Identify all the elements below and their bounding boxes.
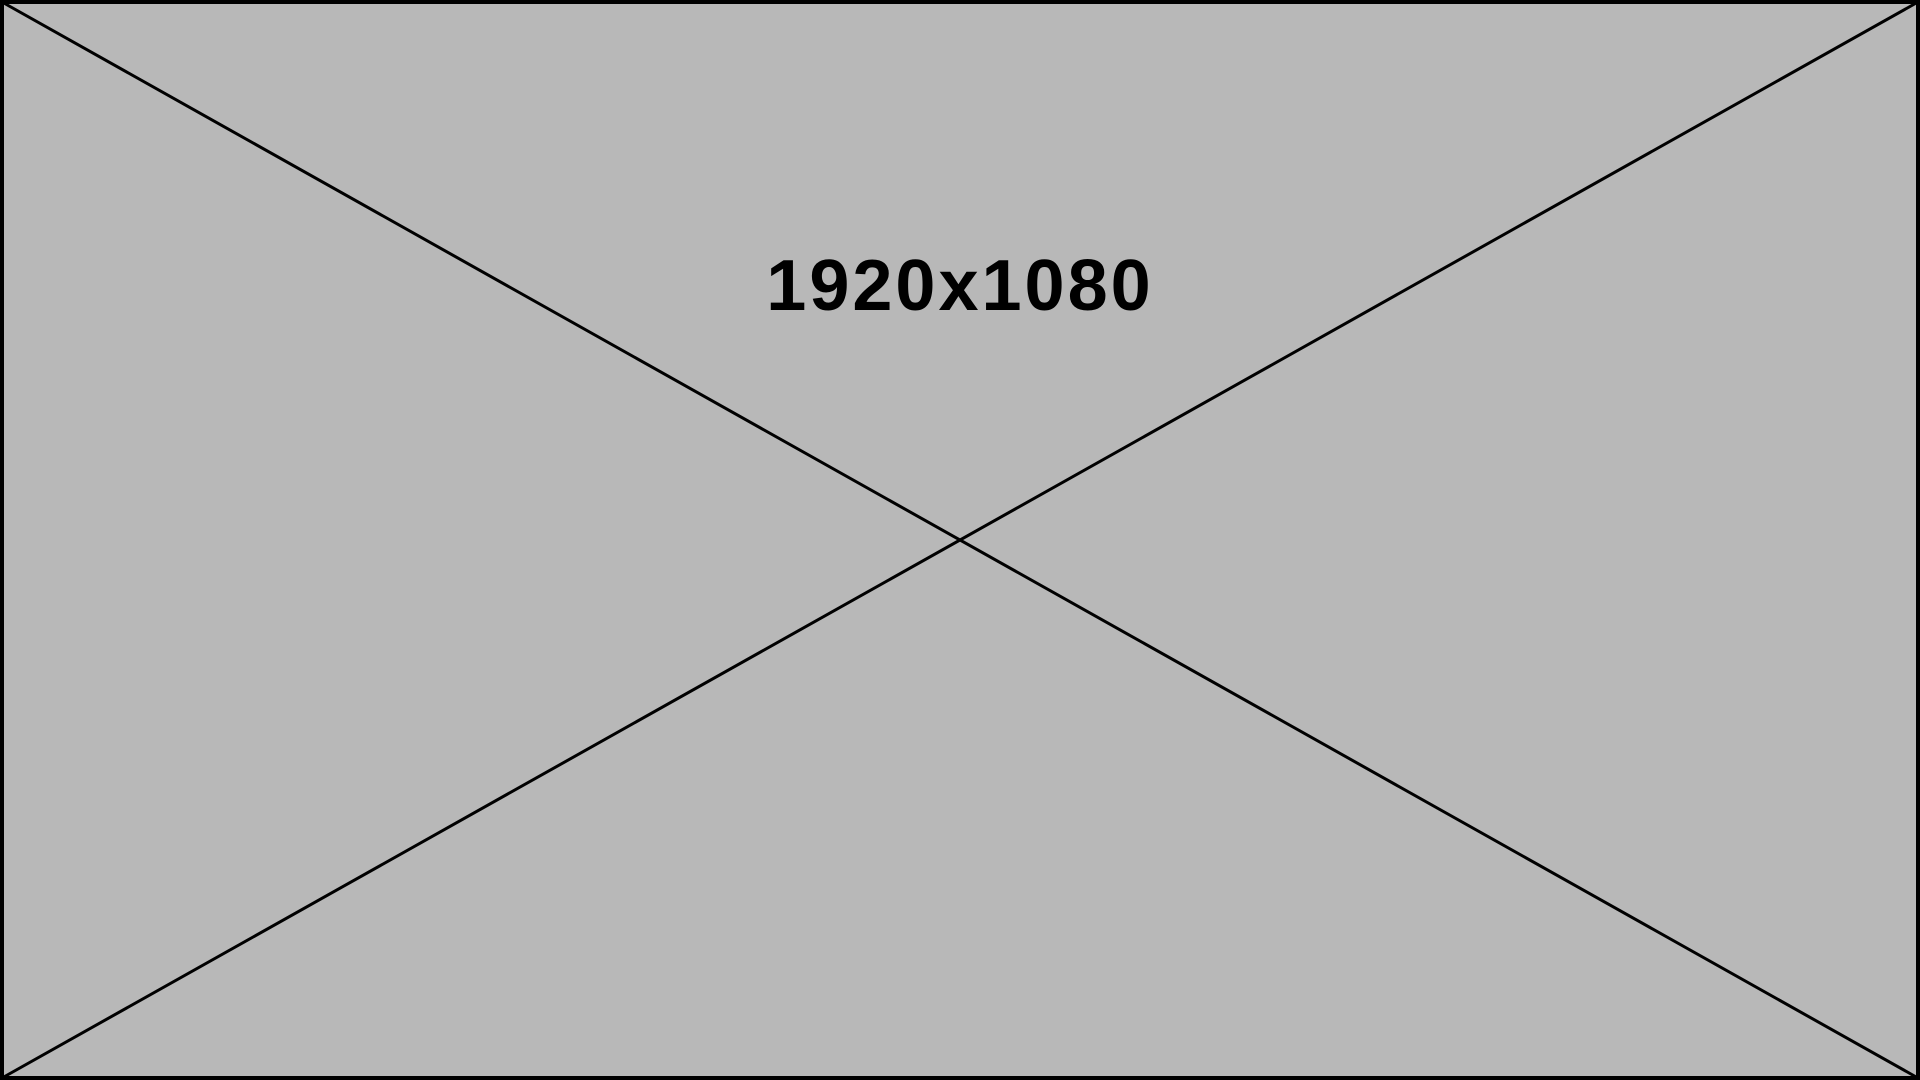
- dimensions-label: 1920x1080: [766, 246, 1154, 326]
